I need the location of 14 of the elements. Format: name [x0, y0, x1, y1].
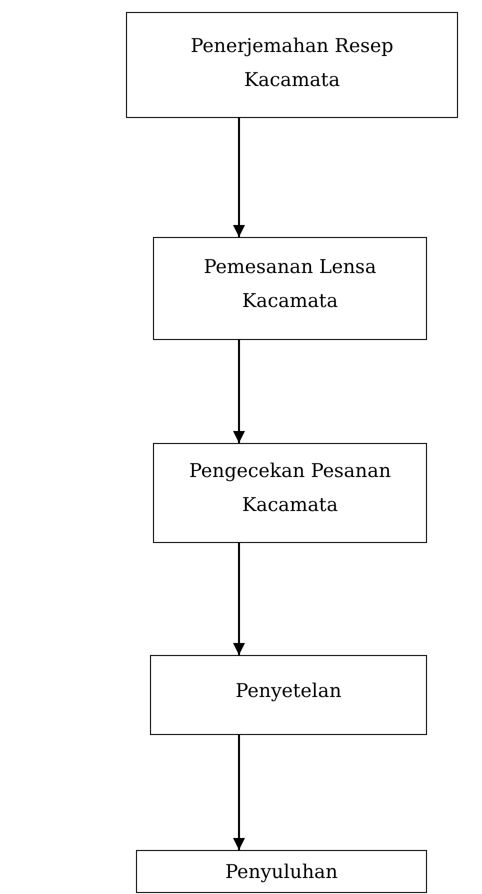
process-box	[153, 237, 427, 340]
box-label: Penyetelan	[236, 679, 342, 704]
box-label: Penyuluhan	[225, 860, 338, 885]
process-box	[136, 850, 427, 893]
arrow	[233, 543, 245, 655]
box-label: Penerjemahan Resep Kacamata	[190, 34, 394, 93]
process-box	[153, 443, 427, 543]
arrow	[233, 118, 245, 237]
arrow	[233, 735, 245, 850]
arrow	[233, 340, 245, 443]
process-box	[126, 12, 458, 118]
process-box	[150, 655, 427, 735]
box-label: Pengecekan Pesanan Kacamata	[188, 459, 392, 518]
box-label: Pemesanan Lensa Kacamata	[202, 255, 378, 314]
